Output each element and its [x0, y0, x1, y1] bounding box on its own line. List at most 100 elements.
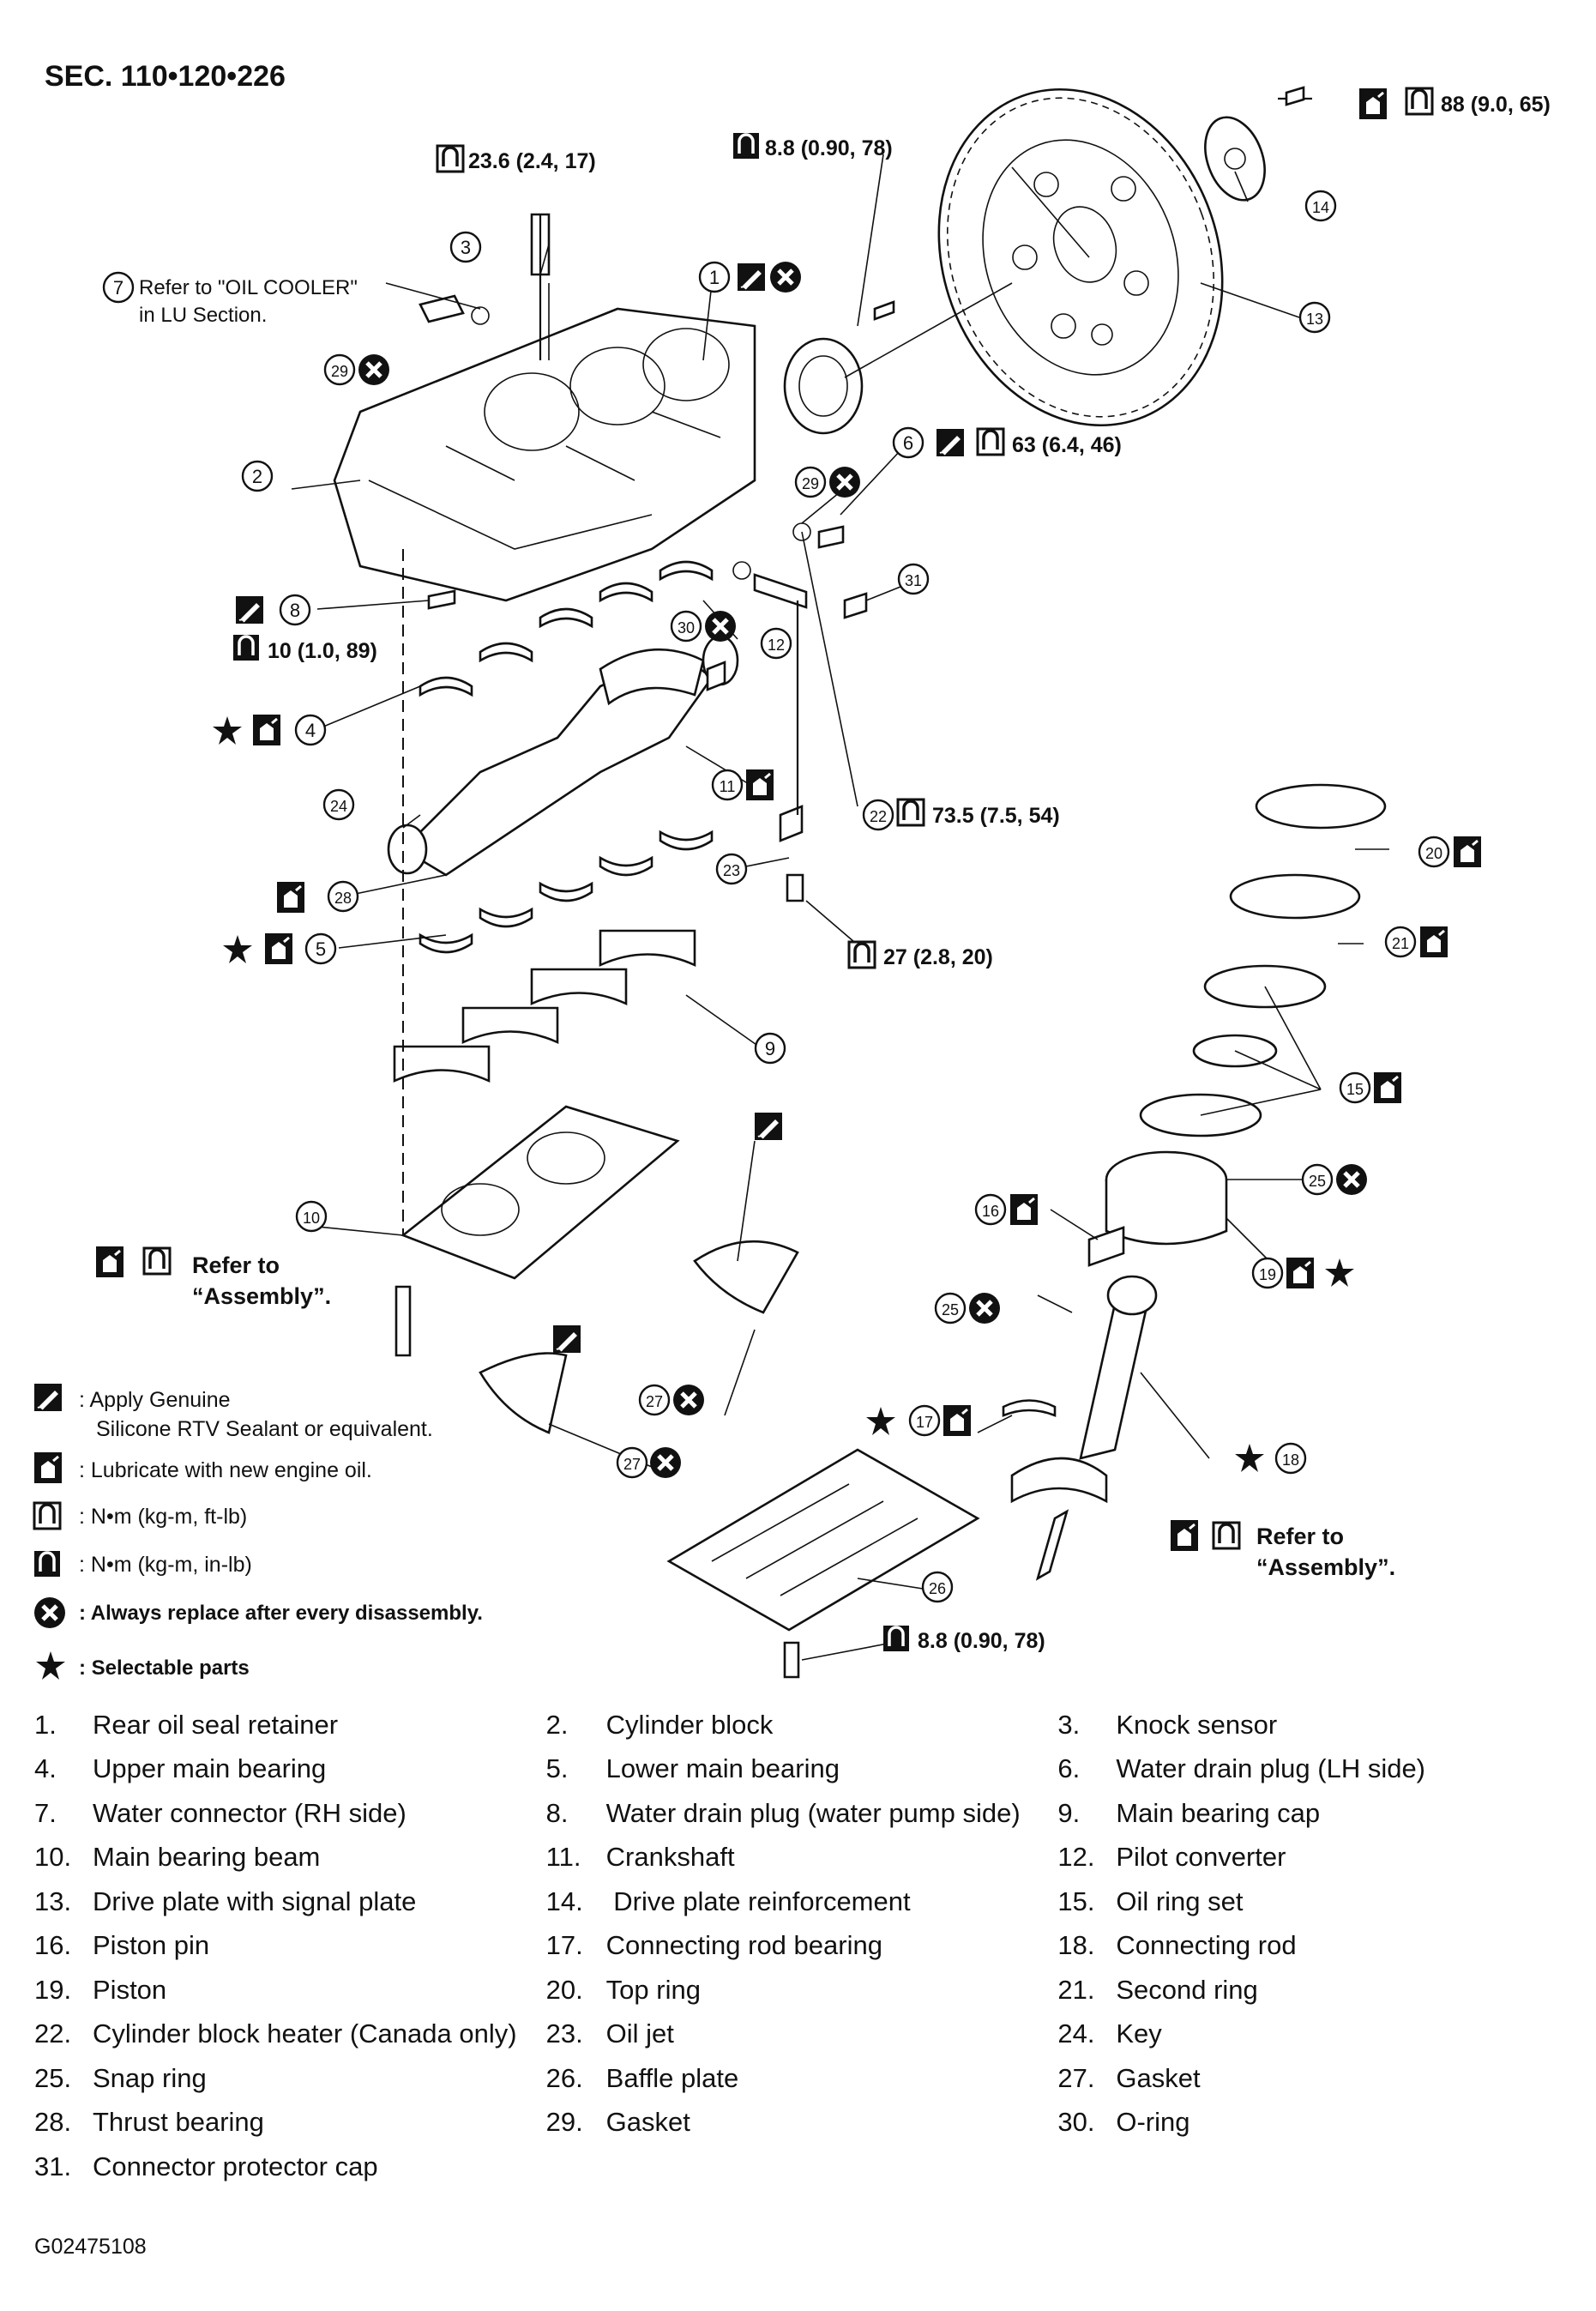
rear-oil-seal-retainer-1 [783, 337, 864, 435]
torque-ft-lb-icon [896, 798, 925, 827]
sealant-icon [33, 1383, 63, 1412]
parts-list-item: 30.O-ring [1057, 2107, 1569, 2138]
replace-icon [969, 1293, 1000, 1324]
svg-text:8: 8 [290, 600, 300, 621]
parts-list-item: 28.Thrust bearing [34, 2107, 546, 2138]
piston-19 [1105, 1150, 1228, 1246]
svg-text:: Lubricate with new engine: : Lubricate with new engine oil. [79, 1458, 372, 1482]
svg-text:: Always replace after every d: : Always replace after every disassembly… [79, 1602, 483, 1625]
part-name: Baffle plate [605, 2062, 739, 2093]
parts-list-item: 15.Oil ring set [1057, 1886, 1569, 1917]
upper-main-bearings-4 [419, 560, 714, 697]
part-number: 22. [34, 2018, 72, 2049]
part-number: 31. [34, 2151, 72, 2181]
part-name: Key [1116, 2018, 1162, 2049]
torque-ft-lb-icon [142, 1246, 172, 1276]
parts-list-item: 21.Second ring [1057, 1975, 1569, 2006]
refer-assembly2-line2: “Assembly”. [1256, 1554, 1395, 1580]
parts-list-item: 4.Upper main bearing [34, 1753, 546, 1784]
torque-in-lb-icon [232, 633, 261, 662]
callout-6: 6 [892, 426, 924, 459]
svg-text:: Selectable parts: : Selectable parts [79, 1656, 250, 1680]
callout-20: 20 [1418, 836, 1450, 868]
baffle-plate-26 [666, 1448, 980, 1632]
replace-icon [770, 262, 801, 293]
parts-list-item: 24.Key [1057, 2018, 1569, 2049]
parts-list-row: 7.Water connector (RH side)8. Water drain… [34, 1791, 1569, 1836]
part-name: Gasket [605, 2107, 690, 2138]
callout-24: 24 [322, 788, 355, 821]
part-number: 23. [545, 2018, 583, 2049]
oil-can-icon [275, 880, 306, 914]
oil-can-icon [1358, 87, 1388, 121]
parts-list-row: 22.Cylinder block heater (Canada only)23… [34, 2012, 1569, 2057]
gasket-27a [693, 1240, 799, 1314]
svg-text:19: 19 [1259, 1266, 1276, 1283]
torque-22: 73.5 (7.5, 54) [932, 804, 1060, 828]
oil-can-icon [744, 768, 775, 802]
svg-text:15: 15 [1346, 1081, 1364, 1098]
callout-22: 22 [862, 799, 894, 831]
replace-icon [358, 354, 389, 385]
part-name: Water drain plug (water pump side) [605, 1797, 1021, 1828]
gasket-27b [479, 1352, 568, 1434]
star-icon [213, 716, 242, 745]
parts-list-item: 29.Gasket [546, 2107, 1058, 2138]
parts-list-item: 2.Cylinder block [546, 1710, 1058, 1741]
part-number: 8. [545, 1797, 569, 1828]
svg-text:3: 3 [461, 237, 471, 258]
parts-list-item: 7.Water connector (RH side) [34, 1798, 546, 1829]
oil-cooler-note-line2: in LU Section. [139, 304, 267, 327]
replace-icon [705, 611, 736, 642]
svg-text:16: 16 [982, 1203, 999, 1220]
svg-text:31: 31 [905, 572, 922, 589]
svg-text:20: 20 [1425, 845, 1442, 862]
part-number: 28. [34, 2107, 72, 2138]
top-ring-20 [1255, 783, 1387, 830]
svg-text:30: 30 [678, 619, 695, 637]
svg-text:: N•m (kg-m, ft-lb): : N•m (kg-m, ft-lb) [79, 1505, 247, 1529]
torque-ft-lb-icon [976, 427, 1005, 456]
oil-can-icon [942, 1403, 973, 1438]
star-icon [866, 1407, 895, 1435]
refer-assembly-line1: Refer to [192, 1252, 280, 1278]
torque-ft-lb-icon [33, 1501, 62, 1530]
svg-text:17: 17 [916, 1414, 933, 1431]
lower-main-bearings-5 [419, 830, 714, 954]
oil-can-icon [1285, 1256, 1316, 1290]
oil-can-icon [1372, 1071, 1403, 1105]
svg-text:Silicone RTV Sealant or equiva: Silicone RTV Sealant or equivalent. [96, 1417, 433, 1441]
parts-list-item: 31.Connector protector cap [34, 2151, 546, 2182]
part-number: 7. [34, 1797, 57, 1828]
parts-list-item: 9.Main bearing cap [1057, 1798, 1569, 1829]
part-number: 20. [545, 1974, 583, 2005]
svg-text:: N•m (kg-m, in-lb): : N•m (kg-m, in-lb) [79, 1553, 252, 1577]
svg-text:: Apply Genuine: : Apply Genuine [79, 1388, 231, 1412]
main-bearing-beam-10 [401, 1105, 680, 1280]
part-number: 5. [545, 1753, 569, 1784]
callout-19: 19 [1251, 1257, 1284, 1289]
parts-list-item: 26.Baffle plate [546, 2063, 1058, 2094]
callout-4: 4 [294, 714, 327, 746]
drive-plate-reinforcement-14 [1204, 116, 1266, 202]
part-number: 3. [1057, 1709, 1081, 1740]
sealant-icon [235, 595, 264, 625]
part-name: Cylinder block [605, 1709, 774, 1740]
callout-16: 16 [974, 1193, 1007, 1226]
part-number: 21. [1057, 1974, 1095, 2005]
part-name: Drive plate with signal plate [93, 1886, 417, 1916]
callout-29b: 29 [794, 466, 827, 498]
part-name: Connecting rod [1116, 1930, 1297, 1961]
part-number: 11. [545, 1842, 581, 1873]
part-number: 27. [1057, 2062, 1095, 2093]
svg-text:26: 26 [929, 1580, 946, 1597]
part-number: 12. [1057, 1842, 1095, 1873]
svg-text:1: 1 [709, 267, 720, 288]
part-name: Rear oil seal retainer [93, 1709, 339, 1740]
parts-list-item: 17.Connecting rod bearing [546, 1930, 1058, 1961]
torque-drive-plate: 88 (9.0, 65) [1441, 93, 1551, 117]
refer-assembly-line2: “Assembly”. [192, 1283, 331, 1309]
parts-list-item: 20.Top ring [546, 1975, 1058, 2006]
